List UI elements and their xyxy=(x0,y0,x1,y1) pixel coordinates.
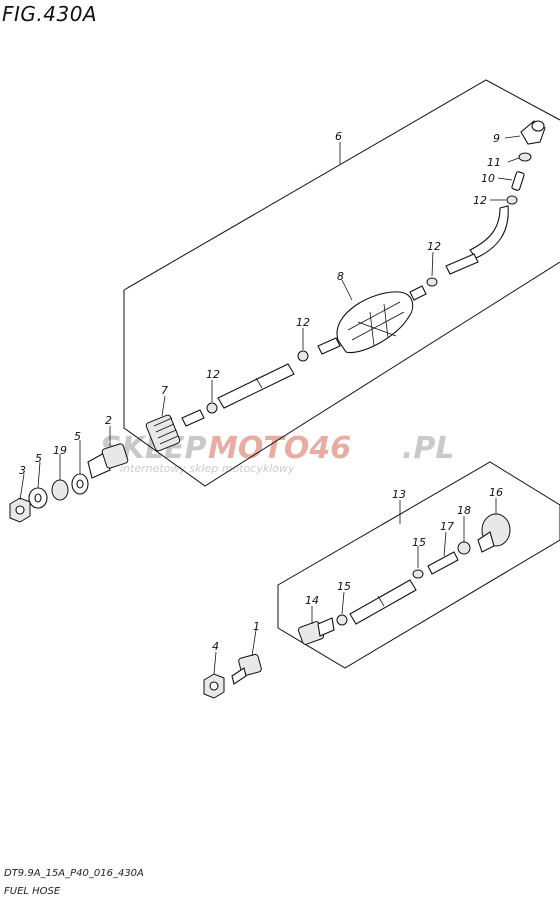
assembly-frame-13 xyxy=(277,461,560,669)
part-19-washer xyxy=(51,479,69,501)
callout-12-top: 12 xyxy=(473,194,487,207)
hose-segment-middle xyxy=(217,363,295,409)
callout-3: 3 xyxy=(19,464,26,477)
callout-1: 1 xyxy=(253,620,260,633)
figure-title: FIG.430A xyxy=(2,2,98,26)
part-14-connector xyxy=(297,617,335,645)
callout-15-left: 15 xyxy=(337,580,351,593)
callout-13: 13 xyxy=(392,488,406,501)
callout-12-left: 12 xyxy=(206,368,220,381)
leader-lines xyxy=(19,135,521,675)
part-3-nut xyxy=(9,497,31,523)
callout-10: 10 xyxy=(481,172,495,185)
watermark-text-3: .PL xyxy=(402,431,455,466)
callout-7: 7 xyxy=(161,384,168,397)
part-1-fitting xyxy=(231,653,262,685)
callout-11: 11 xyxy=(487,156,501,169)
part-16-connector xyxy=(477,513,511,553)
callout-9: 9 xyxy=(493,132,500,145)
figure-code: DT9.9A_15A_P40_016_430A xyxy=(4,868,144,879)
callout-5-right: 5 xyxy=(74,430,81,443)
callout-5-left: 5 xyxy=(35,452,42,465)
callout-8: 8 xyxy=(337,270,344,283)
watermark-tagline: internetowy sklep motocyklowy xyxy=(120,462,295,475)
part-18-clip xyxy=(457,541,471,555)
callout-4: 4 xyxy=(212,640,219,653)
assembly-frame-6-top xyxy=(123,79,560,291)
hose-segment-lower xyxy=(349,579,417,625)
callout-15-right: 15 xyxy=(412,536,426,549)
part-4-nut xyxy=(203,673,225,699)
part-15-clip-left xyxy=(336,614,348,626)
hose-segment-upper xyxy=(445,253,479,275)
part-11-clip xyxy=(518,152,532,162)
part-12-clip-right xyxy=(426,277,438,287)
part-8-primer-bulb xyxy=(317,285,427,355)
callout-2: 2 xyxy=(105,414,112,427)
callout-17: 17 xyxy=(440,520,454,533)
figure-name: FUEL HOSE xyxy=(4,886,61,897)
callout-14: 14 xyxy=(305,594,319,607)
assembly-frame-6 xyxy=(123,261,560,487)
callout-16: 16 xyxy=(489,486,503,499)
callout-12-right: 12 xyxy=(427,240,441,253)
callout-18: 18 xyxy=(457,504,471,517)
watermark-text-2: MOTO46 xyxy=(208,431,351,466)
part-15-clip-right xyxy=(412,569,424,579)
part-12-clip-top xyxy=(506,195,518,205)
part-17-nipple xyxy=(427,551,459,575)
part-10-nipple xyxy=(511,171,525,191)
hose-curved xyxy=(469,205,509,259)
part-12-clip-left xyxy=(206,402,218,414)
callout-labels: 6 9 11 10 12 12 8 12 12 7 2 5 19 5 3 13 … xyxy=(19,130,503,653)
part-12-clip-mid xyxy=(297,350,309,362)
callout-19: 19 xyxy=(53,444,67,457)
part-9-connector xyxy=(520,120,546,145)
callout-6: 6 xyxy=(335,130,342,143)
callout-12-mid: 12 xyxy=(296,316,310,329)
part-7-connector xyxy=(145,409,205,452)
part-2-fitting xyxy=(87,443,129,479)
